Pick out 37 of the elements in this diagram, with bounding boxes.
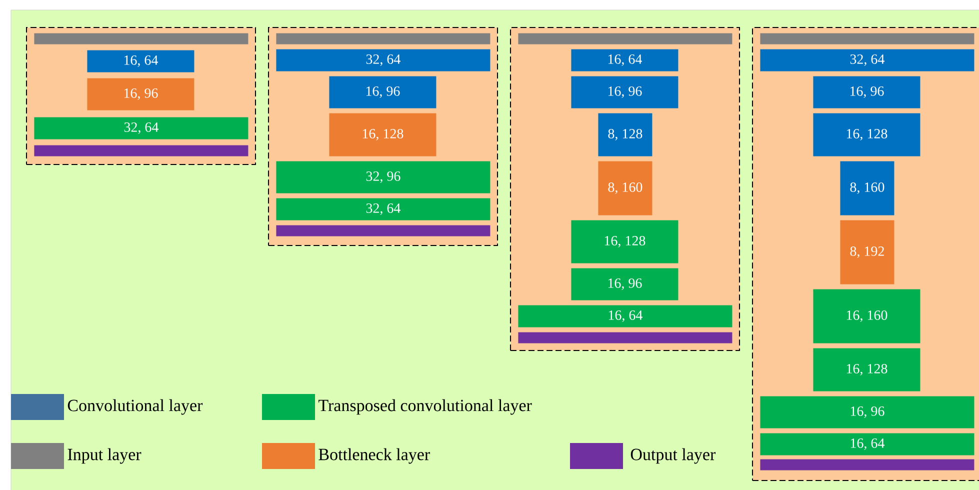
layer-block: 16, 96	[760, 396, 974, 428]
output-bar	[760, 459, 974, 470]
layer-block: 16, 64	[87, 50, 194, 72]
layer-block: 8, 160	[598, 161, 652, 216]
layer-block: 8, 160	[840, 161, 894, 216]
layer-block: 32, 96	[276, 161, 490, 194]
layer-block: 16, 128	[571, 220, 678, 264]
layer-block: 8, 192	[840, 220, 894, 284]
layer-block: 16, 128	[813, 113, 920, 156]
layer-block: 32, 64	[276, 198, 490, 220]
layer-block: 8, 128	[598, 113, 652, 156]
input-bar	[276, 33, 490, 44]
layer-block: 16, 96	[329, 76, 436, 108]
layer-block: 16, 64	[571, 49, 678, 72]
legend-label: Output layer	[630, 448, 716, 464]
layer-block: 32, 64	[34, 117, 248, 140]
legend-label: Bottleneck layer	[318, 448, 430, 464]
layer-block: 16, 64	[760, 433, 974, 456]
output-bar	[34, 145, 248, 156]
input-bar	[518, 33, 732, 44]
legend-label: Convolutional layer	[68, 399, 203, 415]
legend-label: Input layer	[68, 448, 142, 464]
output-bar	[276, 225, 490, 236]
layer-block: 16, 128	[329, 113, 436, 156]
output-bar	[518, 332, 732, 344]
legend-label: Transposed convolutional layer	[318, 399, 532, 415]
layer-block: 16, 96	[571, 76, 678, 108]
input-bar	[760, 33, 974, 44]
layer-block: 16, 128	[813, 348, 920, 392]
layer-block: 16, 96	[571, 268, 678, 300]
layer-block: 16, 160	[813, 289, 920, 344]
input-bar	[34, 33, 248, 44]
layer-block: 16, 96	[813, 76, 920, 108]
layer-block: 32, 64	[760, 49, 974, 72]
layer-block: 16, 96	[87, 78, 194, 110]
layer-block: 32, 64	[276, 49, 490, 72]
layer-block: 16, 64	[518, 305, 732, 328]
